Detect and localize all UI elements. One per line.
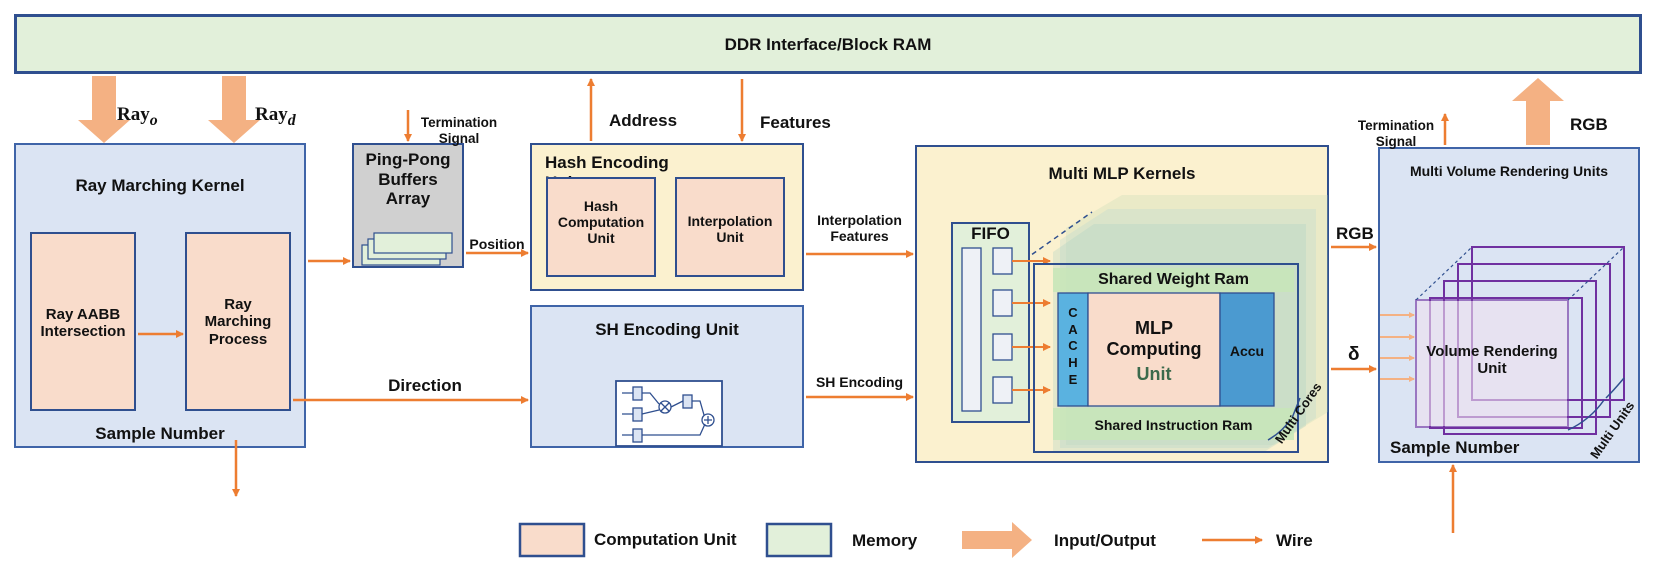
cache-block (1057, 292, 1089, 407)
legend-io-arrow (962, 522, 1032, 558)
multi-volume-rendering-title: Multi Volume Rendering Units (1409, 163, 1609, 179)
rgb-mid-label: RGB (1336, 224, 1374, 243)
mlp-unit-label: Unit (1136, 364, 1172, 384)
ping-pong-label: Ping-Pong Buffers Array (365, 150, 451, 209)
hash-computation-unit (546, 177, 656, 277)
features-label: Features (760, 113, 831, 132)
multi-cores-brace (1267, 397, 1301, 441)
rgb-out-arrow (1512, 78, 1564, 145)
vr-unit-stack (1415, 246, 1625, 435)
delta-label: δ (1348, 344, 1360, 365)
vr-perspective-lines (1415, 246, 1625, 301)
rgb-out-label: RGB (1570, 115, 1608, 134)
mlp-core-frame (1033, 263, 1299, 453)
legend-memory-label: Memory (852, 531, 918, 550)
shared-weight-ram-label: Shared Weight Ram (1098, 271, 1249, 288)
multi-mlp-title: Multi MLP Kernels (1048, 164, 1196, 183)
fifo-slots (992, 247, 1013, 404)
fifo-bar (961, 247, 982, 412)
ray-marching-process-unit (185, 232, 291, 411)
mlp-dashed-perspective (1009, 211, 1093, 271)
interpolation-features-label: Interpolation Features (817, 212, 902, 245)
ray-d-subscript: d (287, 111, 296, 129)
ray-o-label: Rayo (117, 104, 158, 130)
shared-weight-ram (1053, 268, 1294, 292)
interpolation-unit (675, 177, 785, 277)
ray-d-arrow (208, 76, 260, 143)
legend-computation-label: Computation Unit (594, 530, 737, 549)
io-arrows (78, 76, 1564, 145)
ray-o-subscript: o (149, 111, 158, 129)
mlp-computing-unit (1087, 292, 1221, 407)
ray-d-text: Ray (255, 104, 288, 125)
ray-aabb-label: Ray AABB Intersection (40, 306, 126, 341)
legend-computation-swatch (518, 522, 586, 558)
sh-circuit-icon (615, 380, 723, 447)
shared-instruction-ram (1053, 408, 1294, 440)
shared-instruction-ram-label: Shared Instruction Ram (1094, 417, 1253, 433)
sh-encoding-label: SH Encoding (815, 374, 904, 390)
termination-signal-out: Termination Signal (1357, 118, 1435, 149)
ray-o-text: Ray (117, 104, 150, 125)
sample-number-left: Sample Number (95, 424, 225, 443)
hash-computation-label: Hash Computation Unit (557, 198, 645, 247)
multi-units-brace (1567, 377, 1625, 431)
sample-number-right: Sample Number (1390, 438, 1520, 457)
cache-label: C A C H E (1068, 305, 1078, 387)
sh-encoding-title: SH Encoding Unit (595, 320, 739, 339)
volume-rendering-unit-label: Volume Rendering Unit (1426, 343, 1558, 378)
fifo-label: FIFO (971, 224, 1010, 243)
direction-label: Direction (388, 376, 462, 395)
legend-memory-swatch (765, 522, 833, 558)
termination-signal-in: Termination Signal (420, 115, 498, 146)
position-label: Position (469, 236, 525, 252)
legend-wire-label: Wire (1276, 531, 1313, 550)
interpolation-label: Interpolation Unit (687, 213, 773, 246)
ddr-label: DDR Interface/Block RAM (724, 35, 932, 54)
ray-aabb-intersection-unit (30, 232, 136, 411)
ray-d-label: Rayd (255, 104, 296, 130)
ray-marching-process-label: Ray Marching Process (204, 296, 272, 348)
accu-label: Accu (1229, 343, 1265, 359)
ddr-interface-block (14, 14, 1642, 74)
ray-o-arrow (78, 76, 130, 143)
accu-block (1219, 292, 1275, 407)
ray-marching-kernel-title: Ray Marching Kernel (75, 176, 245, 195)
address-label: Address (609, 111, 678, 130)
mlp-computing-label: MLP Computing (1106, 318, 1202, 359)
ping-pong-sheets (361, 232, 453, 266)
legend-io-label: Input/Output (1054, 531, 1156, 550)
